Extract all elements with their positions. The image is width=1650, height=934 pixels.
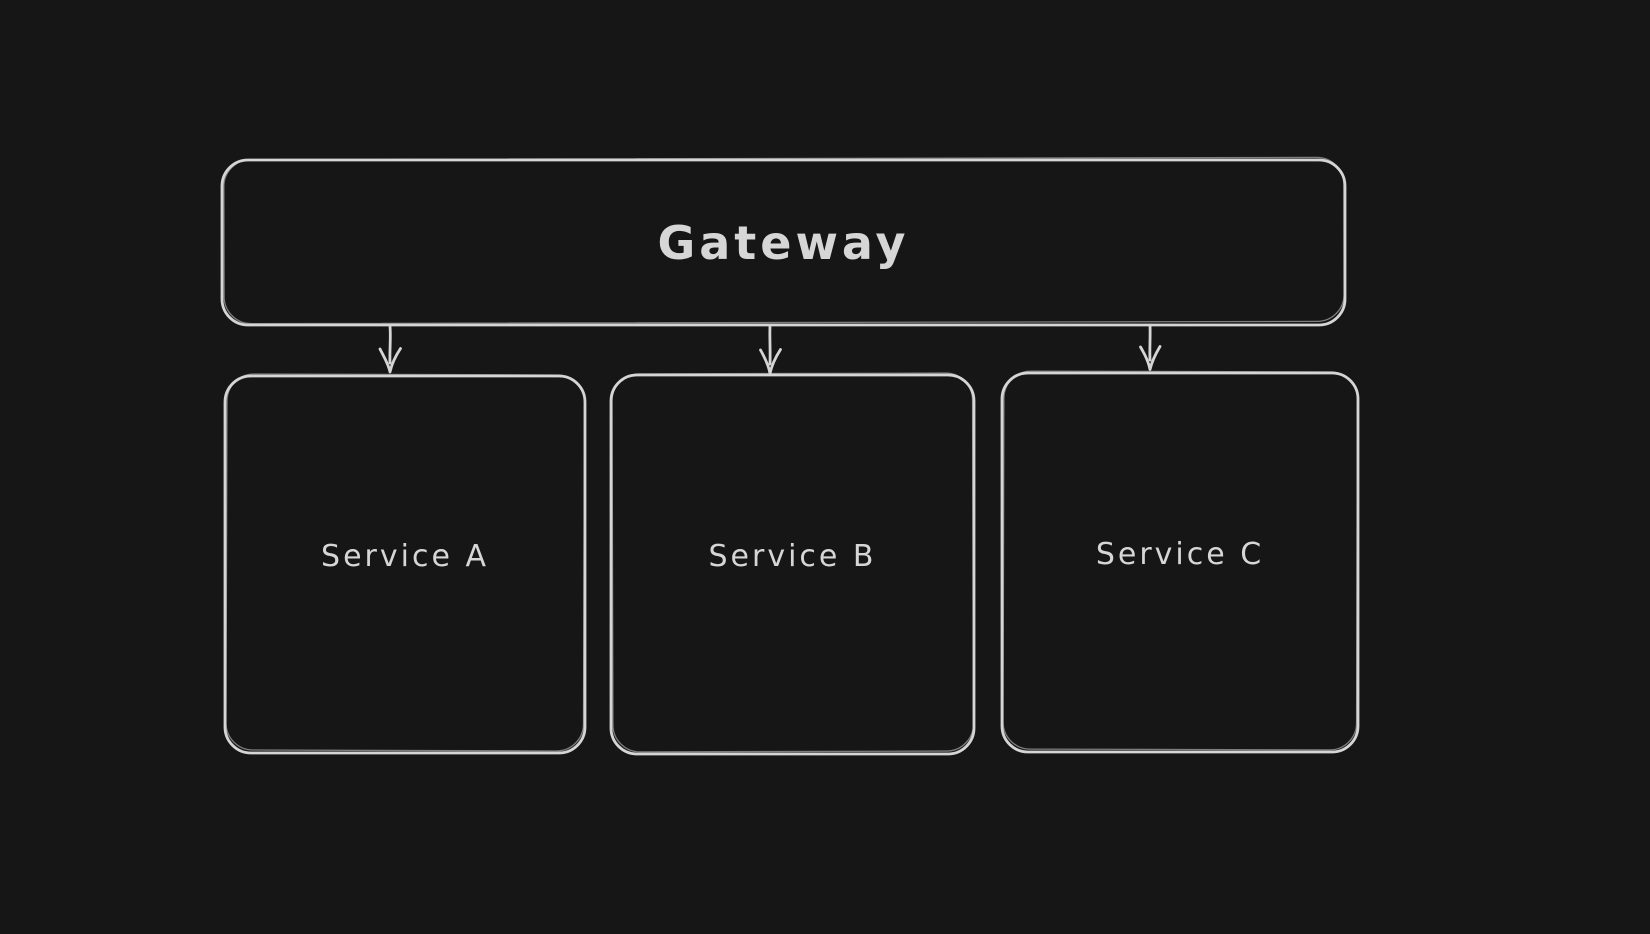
service-b-node-shape[interactable] xyxy=(609,372,976,756)
arrow-gateway-to-service-c[interactable] xyxy=(1139,323,1162,371)
service-c-node-shape[interactable] xyxy=(1000,370,1360,754)
arrow-gateway-to-service-a[interactable] xyxy=(378,324,402,374)
gateway-node-shape[interactable] xyxy=(220,156,1347,327)
service-a-node-shape[interactable] xyxy=(223,373,587,755)
arrow-gateway-to-service-b[interactable] xyxy=(759,324,782,375)
